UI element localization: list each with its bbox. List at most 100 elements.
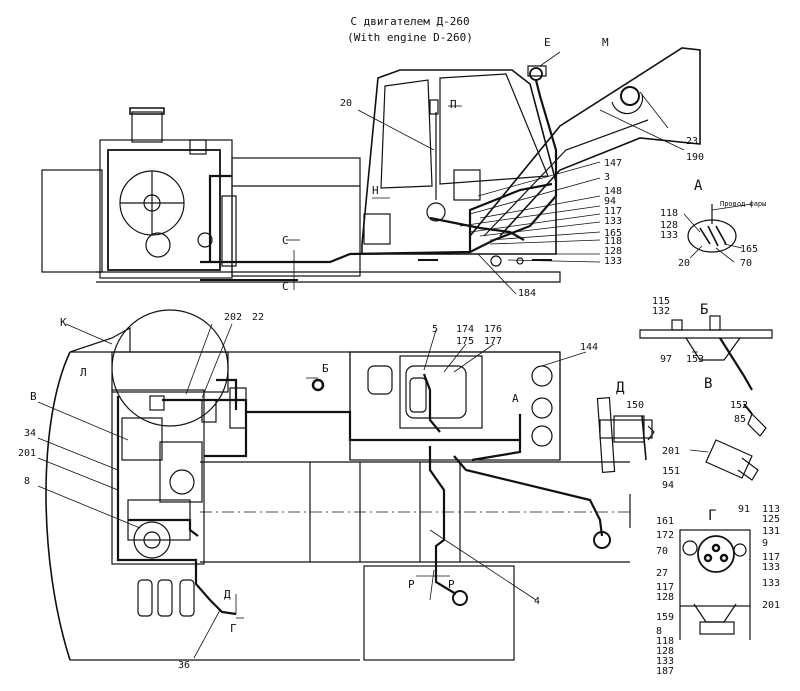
side-view-letter-5: С <box>282 280 289 293</box>
side-view-callout-0: 20 <box>340 98 352 109</box>
detail-a-drawing <box>683 203 753 263</box>
plan-view-callout-0: 202 <box>224 312 242 323</box>
plan-view-callout-12: 36 <box>178 660 190 671</box>
plan-view-callout-11: 4 <box>534 596 540 607</box>
detail-g-callout-15: 201 <box>762 600 780 611</box>
plan-view-letter-0: К <box>60 316 67 329</box>
detail-g-callout-10: 27 <box>656 568 668 579</box>
side-view-leaders <box>284 51 685 295</box>
detail-b-callout-3: 153 <box>686 354 704 365</box>
detail-b-callout-2: 97 <box>660 354 672 365</box>
drawing-title-line-2: (With engine D-260) <box>347 31 473 44</box>
side-view-letter-2: П <box>450 98 457 111</box>
detail-d-letter: Д <box>616 380 625 396</box>
detail-v-drawing <box>689 403 767 481</box>
detail-g-callout-9: 133 <box>762 562 780 573</box>
plan-view-harness <box>116 373 604 616</box>
detail-a-letter: А <box>694 178 703 194</box>
detail-g-letter: Г <box>708 508 716 524</box>
detail-a-callout-3: 165 <box>740 244 758 255</box>
plan-view-letter-6: Г <box>230 622 237 635</box>
detail-g-callout-14: 159 <box>656 612 674 623</box>
plan-view-callout-1: 22 <box>252 312 264 323</box>
side-view-callout-11: 128 <box>604 246 622 257</box>
detail-v-callout-1: 85 <box>734 414 746 425</box>
detail-g-drawing <box>679 529 751 640</box>
detail-g-callout-0: 161 <box>656 516 674 527</box>
plan-view-letter-2: В <box>30 390 37 403</box>
side-view-callout-5: 148 <box>604 186 622 197</box>
detail-d-callout-0: 150 <box>626 400 644 411</box>
detail-g-callout-5: 131 <box>762 526 780 537</box>
detail-v-letter: В <box>704 376 712 392</box>
plan-view-letter-4: А <box>512 392 519 405</box>
detail-g-callout-17: 118 <box>656 636 674 647</box>
plan-view-letter-3: Б <box>322 362 329 375</box>
side-view-callout-2: 190 <box>686 152 704 163</box>
side-view-letter-1: М <box>602 36 609 49</box>
side-view-machine <box>41 47 701 283</box>
detail-a-wire-label: Провод фары <box>720 200 766 208</box>
detail-b-callout-0: 115 <box>652 296 670 307</box>
detail-g-callout-1: 172 <box>656 530 674 541</box>
plan-view-callout-7: 144 <box>580 342 598 353</box>
side-view-callout-1: 23 <box>686 136 698 147</box>
detail-b-callout-1: 132 <box>652 306 670 317</box>
plan-view-callout-9: 201 <box>18 448 36 459</box>
plan-view-letter-1: Л <box>80 366 87 379</box>
side-view-letter-4: С <box>282 234 289 247</box>
detail-g-callout-3: 113 <box>762 504 780 515</box>
drawing-title: С двигателем Д-260 (With engine D-260) <box>300 14 520 46</box>
detail-a-callout-1: 128 <box>660 220 678 231</box>
detail-g-callout-2: 91 <box>738 504 750 515</box>
drawing-title-line-1: С двигателем Д-260 <box>350 15 470 28</box>
detail-g-callout-7: 70 <box>656 546 668 557</box>
detail-g-callout-12: 128 <box>656 592 674 603</box>
plan-view-leaders <box>37 323 587 659</box>
detail-v-callout-0: 152 <box>730 400 748 411</box>
plan-view-machine <box>45 309 631 661</box>
detail-a-callout-4: 20 <box>678 258 690 269</box>
side-view-callout-13: 184 <box>518 288 536 299</box>
side-view-callout-4: 3 <box>604 172 610 183</box>
detail-a-callout-0: 118 <box>660 208 678 219</box>
detail-g-callout-20: 187 <box>656 666 674 677</box>
detail-g-callout-19: 133 <box>656 656 674 667</box>
detail-b-drawing <box>639 315 773 391</box>
plan-view-letter-8: Р <box>448 578 455 591</box>
plan-view-callout-2: 5 <box>432 324 438 335</box>
detail-g-callout-16: 8 <box>656 626 662 637</box>
side-view-callout-9: 165 <box>604 228 622 239</box>
side-view-callout-6: 94 <box>604 196 616 207</box>
detail-a-callout-5: 70 <box>740 258 752 269</box>
detail-g-callout-11: 117 <box>656 582 674 593</box>
side-view-callout-7: 117 <box>604 206 622 217</box>
plan-view-callout-10: 8 <box>24 476 30 487</box>
detail-g-callout-6: 9 <box>762 538 768 549</box>
side-view-letter-0: Е <box>544 36 551 49</box>
detail-a-callout-2: 133 <box>660 230 678 241</box>
detail-g-callout-4: 125 <box>762 514 780 525</box>
detail-v-callout-3: 151 <box>662 466 680 477</box>
side-view-callout-12: 133 <box>604 256 622 267</box>
detail-v-callout-4: 94 <box>662 480 674 491</box>
side-view-harness <box>200 79 558 264</box>
plan-view-callout-5: 176 <box>484 324 502 335</box>
side-view-callout-10: 118 <box>604 236 622 247</box>
plan-view-callout-6: 177 <box>484 336 502 347</box>
plan-view-callout-3: 174 <box>456 324 474 335</box>
detail-b-letter: Б <box>700 302 708 318</box>
detail-d-drawing <box>596 397 655 473</box>
detail-g-callout-18: 128 <box>656 646 674 657</box>
plan-view-letter-7: Р <box>408 578 415 591</box>
detail-g-callout-8: 117 <box>762 552 780 563</box>
side-view-callout-3: 147 <box>604 158 622 169</box>
side-view-callout-8: 133 <box>604 216 622 227</box>
plan-view-callout-4: 175 <box>456 336 474 347</box>
side-view-letter-3: Н <box>372 184 379 197</box>
plan-view-callout-8: 34 <box>24 428 36 439</box>
detail-v-callout-2: 201 <box>662 446 680 457</box>
plan-view-letter-5: Д <box>224 588 231 601</box>
